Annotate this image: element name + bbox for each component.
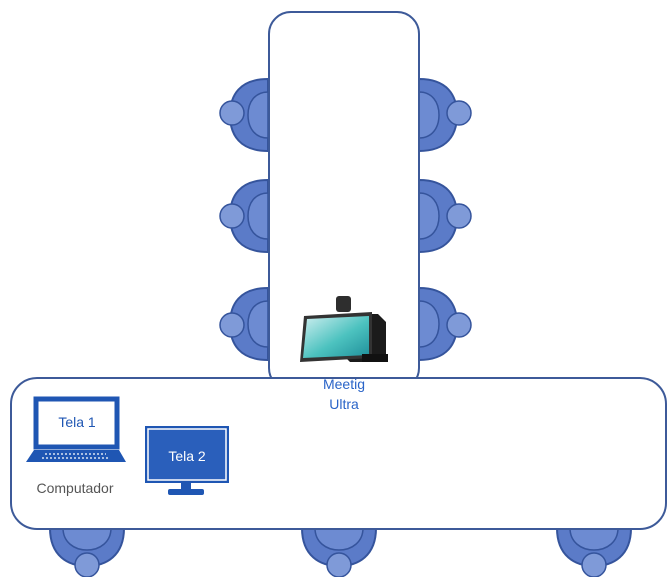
chair-bottom-1 xyxy=(48,527,126,577)
laptop-icon xyxy=(26,396,126,462)
chair-bottom-2 xyxy=(300,527,378,577)
chair-right-2 xyxy=(418,178,472,254)
computer-label: Computador xyxy=(36,480,113,496)
chair-left-1 xyxy=(219,77,269,153)
monitor-icon xyxy=(145,426,229,495)
video-device-icon xyxy=(300,296,388,362)
screen2-label: Tela 2 xyxy=(168,448,206,464)
device-label-line1: Meetig xyxy=(323,376,365,392)
chair-left-3 xyxy=(219,286,269,362)
screen1-label: Tela 1 xyxy=(58,414,96,430)
chair-right-1 xyxy=(418,77,472,153)
device-label-line2: Ultra xyxy=(329,396,359,412)
chair-bottom-3 xyxy=(555,527,633,577)
chair-right-3 xyxy=(418,286,472,362)
chair-left-2 xyxy=(219,178,269,254)
